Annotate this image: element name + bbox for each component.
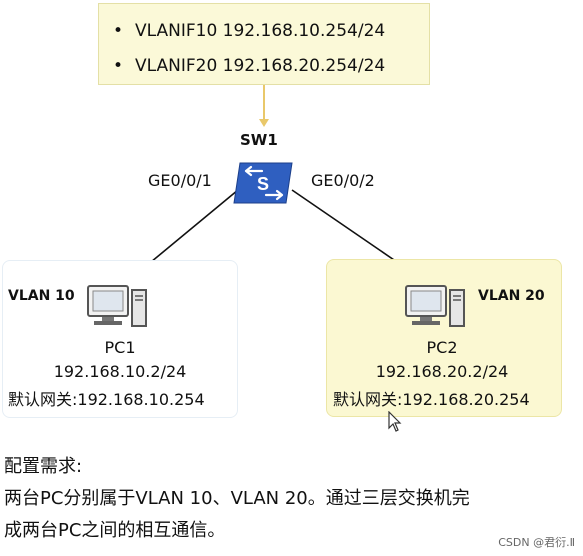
computer-icon[interactable] [86, 284, 150, 330]
port-right-label: GE0/0/2 [311, 171, 375, 190]
vlanif10-text: VLANIF10 192.168.10.254/24 [135, 21, 386, 41]
pc2-ip: 192.168.20.2/24 [375, 362, 509, 381]
requirement-line-1: 两台PC分别属于VLAN 10、VLAN 20。通过三层交换机完 [4, 488, 470, 509]
pc1-gateway: 默认网关:192.168.10.254 [8, 390, 205, 409]
vlanif20-text: VLANIF20 192.168.20.254/24 [135, 56, 386, 76]
mouse-cursor-icon [388, 410, 402, 437]
note-connector-arrow [259, 119, 269, 127]
pc1-vlan-label: VLAN 10 [8, 288, 75, 304]
switch-icon[interactable]: S [232, 161, 294, 205]
requirement-line-2: 成两台PC之间的相互通信。 [4, 520, 226, 541]
pc2-vlan-label: VLAN 20 [478, 288, 545, 304]
pc1-name: PC1 [104, 338, 136, 357]
port-left-label: GE0/0/1 [148, 171, 212, 190]
computer-icon[interactable] [404, 284, 468, 330]
pc2-gateway: 默认网关:192.168.20.254 [333, 390, 530, 409]
pc2-name: PC2 [426, 338, 458, 357]
note-line: • VLANIF20 192.168.20.254/24 [113, 56, 385, 76]
requirement-title: 配置需求: [4, 456, 83, 477]
note-line: • VLANIF10 192.168.10.254/24 [113, 21, 385, 41]
switch-name: SW1 [240, 131, 278, 149]
bullet: • [113, 21, 124, 41]
bullet: • [113, 56, 124, 76]
pc1-ip: 192.168.10.2/24 [53, 362, 187, 381]
switch-letter: S [257, 174, 269, 194]
watermark: CSDN @君衍.Ⅱ [498, 536, 575, 549]
vlanif-note: • VLANIF10 192.168.10.254/24 • VLANIF20 19… [98, 3, 430, 85]
